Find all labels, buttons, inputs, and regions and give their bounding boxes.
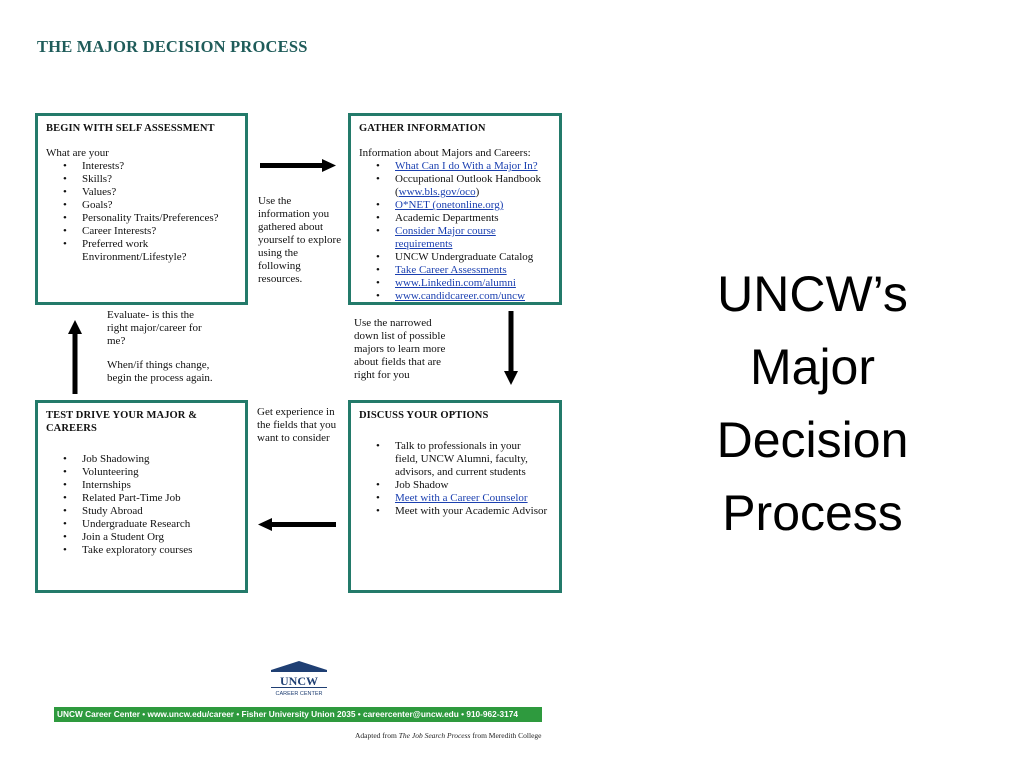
experience-note: Get experience in the fields that you wa…: [257, 406, 337, 444]
list-item[interactable]: What Can I do With a Major In?: [359, 160, 551, 173]
slide-title-line: Decision: [716, 412, 909, 468]
left-arrow-icon: [258, 518, 336, 531]
gather-information-intro: Information about Majors and Careers:: [359, 147, 531, 159]
list-item: Preferred work Environment/Lifestyle?: [46, 238, 202, 264]
discuss-options-title: DISCUSS YOUR OPTIONS: [359, 410, 489, 421]
narrowed-note: Use the narrowed down list of possible m…: [354, 317, 446, 381]
list-item: Personality Traits/Preferences?: [46, 212, 237, 225]
footer-contact-bar: UNCW Career Center • www.uncw.edu/career…: [54, 707, 542, 722]
slide-title-line: Major: [749, 339, 876, 395]
resource-link[interactable]: O*NET (onetonline.org): [395, 199, 504, 211]
right-arrow-icon: [260, 159, 336, 172]
logo-subtitle: CAREER CENTER: [275, 691, 322, 697]
resource-link[interactable]: www.Linkedin.com/alumni: [395, 277, 516, 289]
list-item: Talk to professionals in your field, UNC…: [359, 440, 545, 479]
evaluate-note: Evaluate- is this the right major/career…: [107, 309, 202, 347]
list-item: Occupational Outlook Handbook (www.bls.g…: [359, 173, 551, 199]
self-assessment-box: BEGIN WITH SELF ASSESSMENT What are your…: [35, 113, 248, 305]
test-drive-list: Job Shadowing Volunteering Internships R…: [46, 453, 237, 557]
uncw-career-center-logo: UNCW CAREER CENTER: [271, 661, 327, 697]
list-item: UNCW Undergraduate Catalog: [359, 251, 551, 264]
list-item: Job Shadow: [359, 479, 551, 492]
gather-information-box: GATHER INFORMATION Information about Maj…: [348, 113, 562, 305]
list-item: Join a Student Org: [46, 531, 237, 544]
list-item[interactable]: www.candidcareer.com/uncw: [359, 290, 551, 303]
resource-link[interactable]: Take Career Assessments: [395, 264, 507, 276]
slide-title-line: Process: [722, 485, 903, 541]
diagram-heading: THE MAJOR DECISION PROCESS: [37, 37, 308, 56]
list-item: Job Shadowing: [46, 453, 237, 466]
self-assessment-list: Interests? Skills? Values? Goals? Person…: [46, 160, 237, 264]
up-arrow-icon: [68, 320, 82, 394]
discuss-options-list: Talk to professionals in your field, UNC…: [359, 440, 551, 518]
list-item: Goals?: [46, 199, 237, 212]
list-item: Volunteering: [46, 466, 237, 479]
list-item: Career Interests?: [46, 225, 237, 238]
resource-link[interactable]: What Can I do With a Major In?: [395, 160, 538, 172]
self-assessment-title: BEGIN WITH SELF ASSESSMENT: [46, 123, 215, 134]
list-item[interactable]: Consider Major course requirements: [359, 225, 551, 251]
list-item: Undergraduate Research: [46, 518, 237, 531]
use-info-note: Use the information you gathered about y…: [258, 195, 342, 285]
list-item: Internships: [46, 479, 237, 492]
restart-note: When/if things change, begin the process…: [107, 359, 213, 384]
list-item: Values?: [46, 186, 237, 199]
list-item[interactable]: Meet with a Career Counselor: [359, 492, 551, 505]
slide-title-line: UNCW’s: [717, 266, 908, 322]
self-assessment-intro: What are your: [46, 147, 109, 159]
resource-link[interactable]: www.bls.gov/oco: [398, 186, 476, 198]
list-item[interactable]: Take Career Assessments: [359, 264, 551, 277]
list-item: Study Abroad: [46, 505, 237, 518]
list-item[interactable]: www.Linkedin.com/alumni: [359, 277, 551, 290]
slide-title: UNCW’s Major Decision Process: [690, 258, 935, 550]
list-item: Meet with your Academic Advisor: [359, 505, 551, 518]
list-item: Related Part-Time Job: [46, 492, 237, 505]
discuss-options-box: DISCUSS YOUR OPTIONS Talk to professiona…: [348, 400, 562, 593]
logo-name: UNCW: [280, 674, 318, 688]
resource-link[interactable]: Meet with a Career Counselor: [395, 492, 528, 504]
gather-information-title: GATHER INFORMATION: [359, 123, 486, 134]
test-drive-title: TEST DRIVE YOUR MAJOR & CAREERS: [46, 410, 198, 434]
list-item: Interests?: [46, 160, 237, 173]
gather-information-list: What Can I do With a Major In? Occupatio…: [359, 160, 551, 303]
test-drive-box: TEST DRIVE YOUR MAJOR & CAREERS Job Shad…: [35, 400, 248, 593]
resource-link[interactable]: www.candidcareer.com/uncw: [395, 290, 526, 302]
list-item: Take exploratory courses: [46, 544, 237, 557]
list-item[interactable]: O*NET (onetonline.org): [359, 199, 551, 212]
down-arrow-icon: [504, 311, 518, 385]
adaptation-credit: Adapted from The Job Search Process from…: [355, 731, 542, 740]
resource-link[interactable]: Consider Major course requirements: [395, 225, 496, 250]
list-item: Academic Departments: [359, 212, 551, 225]
list-item: Skills?: [46, 173, 237, 186]
